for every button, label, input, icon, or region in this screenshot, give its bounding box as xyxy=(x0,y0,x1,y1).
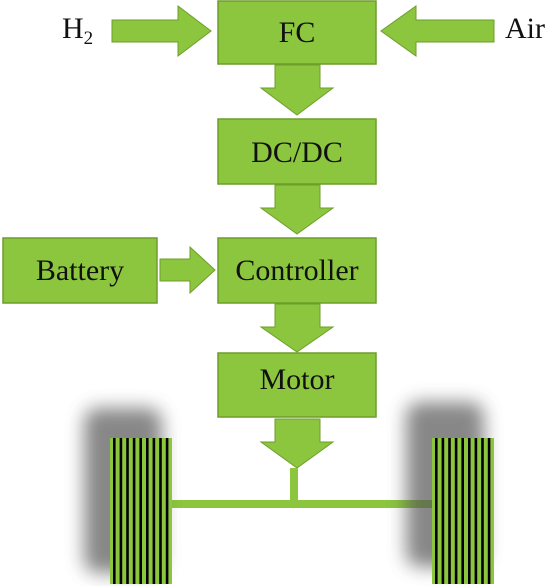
fc-block-label: FC xyxy=(279,16,316,49)
axle xyxy=(172,500,434,508)
right-wheel-tread-line xyxy=(487,438,491,584)
fc-block xyxy=(217,0,377,65)
left-wheel-tread-line xyxy=(152,438,156,584)
left-wheel-tread-line xyxy=(113,438,116,584)
right-wheel-tread-line xyxy=(474,438,478,584)
controller-block-label: Controller xyxy=(235,254,358,287)
dcdc-block-label: DC/DC xyxy=(251,136,343,169)
hydrogen-label: H2 xyxy=(62,12,93,49)
dcdc-to-controller-arrow xyxy=(259,184,335,235)
motor-block xyxy=(217,352,377,418)
battery-block xyxy=(2,237,158,304)
left-wheel-tread-line xyxy=(146,438,149,584)
battery-block-label: Battery xyxy=(36,254,124,287)
battery-to-controller-arrow xyxy=(159,245,216,295)
left-wheel-tread-line xyxy=(139,438,142,584)
hydrogen-label-subscript: 2 xyxy=(84,28,94,49)
right-wheel-tread-line xyxy=(435,438,438,584)
left-wheel-tread-line xyxy=(165,438,169,584)
left-wheel-tread-line xyxy=(159,438,162,584)
hydrogen-label-base: H xyxy=(62,12,84,45)
right-wheel-tread-line xyxy=(468,438,471,584)
right-wheel-tread-line xyxy=(454,438,458,584)
controller-to-motor-arrow xyxy=(259,303,335,353)
hydrogen-input-arrow xyxy=(111,4,212,58)
controller-block xyxy=(217,237,377,304)
right-wheel-treads xyxy=(435,438,491,584)
right-wheel-tread-line xyxy=(481,438,484,584)
right-wheel-icon xyxy=(406,402,494,584)
left-wheel-tread-line xyxy=(126,438,129,584)
right-wheel-tread-line xyxy=(441,438,445,584)
right-wheel-tread-line xyxy=(461,438,464,584)
air-label: Air xyxy=(505,12,545,45)
left-wheel-treads xyxy=(113,438,169,584)
left-wheel-tread-line xyxy=(119,438,123,584)
dcdc-block xyxy=(217,118,377,185)
left-wheel-tread-line xyxy=(132,438,136,584)
right-wheel-tread-line xyxy=(448,438,451,584)
left-wheel-icon xyxy=(84,408,172,584)
fc-to-dcdc-arrow xyxy=(259,64,335,116)
motor-to-axle-arrow xyxy=(259,418,335,469)
motor-block-label: Motor xyxy=(260,363,335,396)
drive-shaft xyxy=(290,468,298,503)
air-input-arrow xyxy=(380,5,495,57)
